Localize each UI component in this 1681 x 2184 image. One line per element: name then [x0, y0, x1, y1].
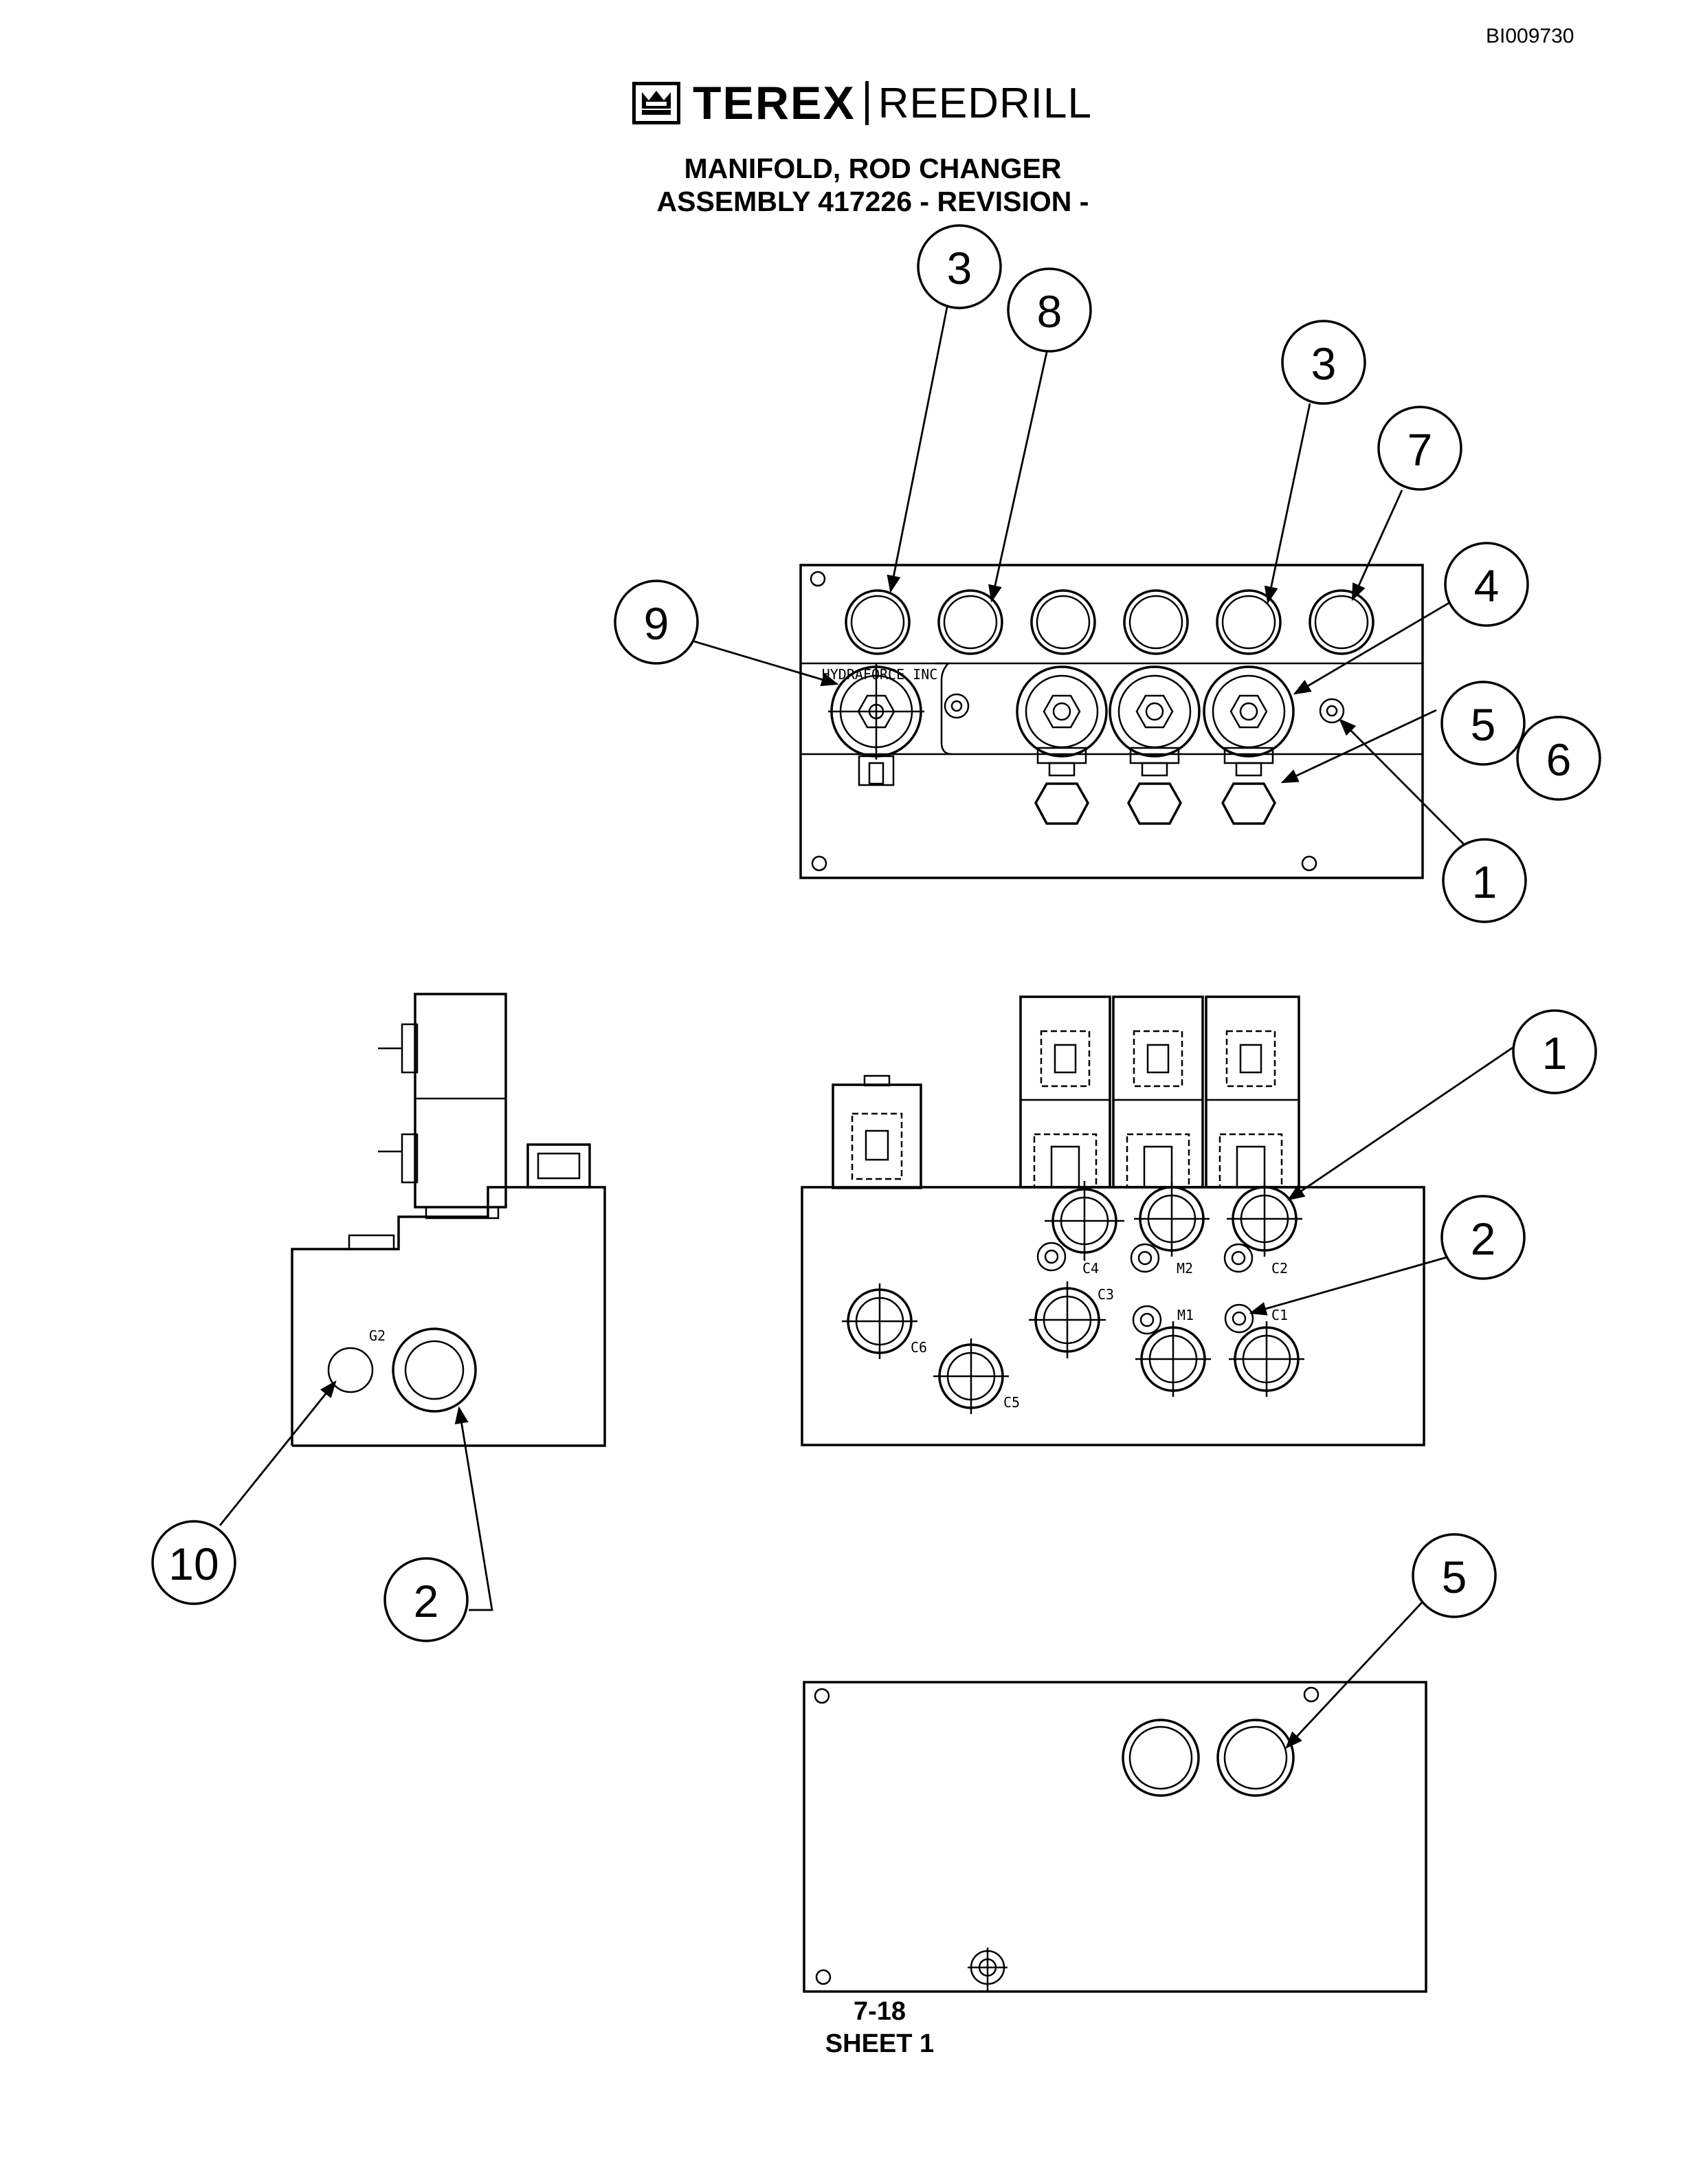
- plug-large: [1216, 1719, 1295, 1797]
- svg-text:3: 3: [1311, 338, 1337, 389]
- port-m1: [1132, 1305, 1211, 1397]
- svg-text:7: 7: [1407, 424, 1433, 475]
- callout-2: 2: [1440, 1195, 1526, 1280]
- port-c3: [1029, 1281, 1106, 1358]
- svg-text:6: 6: [1546, 734, 1572, 785]
- lower-cap: [1127, 782, 1182, 825]
- solenoid-coil: [1016, 665, 1108, 777]
- cartridge-cap: [1309, 589, 1374, 655]
- solenoid-coil-row: [828, 663, 1295, 786]
- svg-text:C5: C5: [1003, 1394, 1020, 1411]
- assembly-number: ASSEMBLY 417226 - REVISION -: [656, 186, 1089, 217]
- solenoid-coil: [1109, 665, 1201, 777]
- hex-plug: [944, 693, 970, 719]
- top-view-block-outline: [799, 564, 1424, 879]
- port-large: [392, 1327, 477, 1413]
- svg-text:C6: C6: [911, 1339, 927, 1356]
- port-c4: [1036, 1181, 1124, 1272]
- svg-text:G2: G2: [369, 1327, 386, 1344]
- callout-4: 4: [1444, 542, 1529, 627]
- cartridge-cap: [1030, 589, 1096, 655]
- logo-divider: [865, 81, 869, 125]
- solenoid-coil: [1203, 665, 1295, 777]
- callout-9: 9: [614, 580, 699, 665]
- svg-text:C4: C4: [1082, 1260, 1099, 1277]
- page-number: 7-18: [853, 1997, 906, 2026]
- front-solenoid: [1205, 995, 1300, 1189]
- cartridge-cap: [845, 589, 911, 655]
- port-c1: [1224, 1303, 1304, 1397]
- callout-8: 8: [1007, 267, 1092, 353]
- svg-text:4: 4: [1474, 560, 1500, 611]
- cartridge-cap: [937, 589, 1003, 655]
- brand-name: TEREX: [693, 77, 856, 129]
- svg-text:2: 2: [1471, 1213, 1496, 1264]
- front-solenoid: [1112, 995, 1204, 1189]
- callout-5: 5: [1412, 1533, 1497, 1618]
- svg-text:9: 9: [644, 598, 669, 649]
- svg-text:C3: C3: [1098, 1286, 1114, 1303]
- callout-1: 1: [1512, 1009, 1597, 1094]
- callout-10: 10: [151, 1520, 236, 1605]
- top-view: HYDRAFORCE INC 3 8 3 7 4 9 6 5 1: [614, 224, 1601, 923]
- document-id: BI009730: [1486, 25, 1574, 47]
- svg-text:3: 3: [947, 243, 972, 294]
- svg-text:2: 2: [414, 1576, 439, 1626]
- cartridge-cap: [1216, 589, 1282, 655]
- bottom-port: [968, 1948, 1008, 1992]
- callout-3: 3: [917, 224, 1002, 309]
- svg-text:M2: M2: [1177, 1260, 1193, 1277]
- port-c2: [1223, 1181, 1302, 1273]
- port-c5: [933, 1338, 1009, 1414]
- callout-7: 7: [1377, 406, 1462, 491]
- svg-text:8: 8: [1037, 286, 1062, 337]
- lower-cap: [1221, 782, 1276, 825]
- front-solenoid: [1019, 995, 1111, 1189]
- callout-5: 5: [1440, 681, 1526, 766]
- svg-text:10: 10: [168, 1538, 219, 1589]
- sheet-number: SHEET 1: [825, 2029, 935, 2058]
- side-view: G2 10 2: [151, 993, 606, 1642]
- bottom-view: 5: [803, 1533, 1497, 1993]
- front-view: C4 M2 C2 C6 C3 M1: [801, 995, 1597, 1446]
- svg-text:C1: C1: [1271, 1307, 1288, 1323]
- hex-plug: [1319, 698, 1345, 724]
- cartridge-cap-row: [845, 589, 1374, 655]
- svg-text:1: 1: [1472, 857, 1498, 907]
- svg-text:5: 5: [1471, 699, 1496, 750]
- solenoid-coil: [828, 663, 924, 786]
- svg-text:C2: C2: [1271, 1260, 1288, 1277]
- front-view-block-outline: [801, 1186, 1425, 1446]
- sub-brand-name: REEDRILL: [878, 79, 1092, 127]
- svg-text:M1: M1: [1177, 1307, 1194, 1323]
- plug-large: [1122, 1719, 1200, 1797]
- port-g2: [327, 1347, 374, 1393]
- callout-3: 3: [1281, 320, 1366, 405]
- side-solenoid: [414, 993, 507, 1209]
- valve-marking: HYDRAFORCE INC: [822, 666, 938, 683]
- svg-text:5: 5: [1442, 1552, 1467, 1602]
- terex-crown-icon: [632, 82, 680, 124]
- port-m2: [1130, 1181, 1210, 1273]
- terex-reedrill-logo: TEREX REEDRILL: [632, 76, 1092, 131]
- callout-2: 2: [383, 1557, 469, 1642]
- callout-1: 1: [1442, 838, 1527, 923]
- port-c6: [842, 1283, 917, 1359]
- callout-6: 6: [1516, 716, 1601, 801]
- drawing-title: MANIFOLD, ROD CHANGER: [684, 153, 1062, 184]
- svg-text:1: 1: [1542, 1028, 1568, 1079]
- lower-cap: [1034, 782, 1089, 825]
- cartridge-cap: [1123, 589, 1189, 655]
- bottom-view-block-outline: [803, 1681, 1427, 1993]
